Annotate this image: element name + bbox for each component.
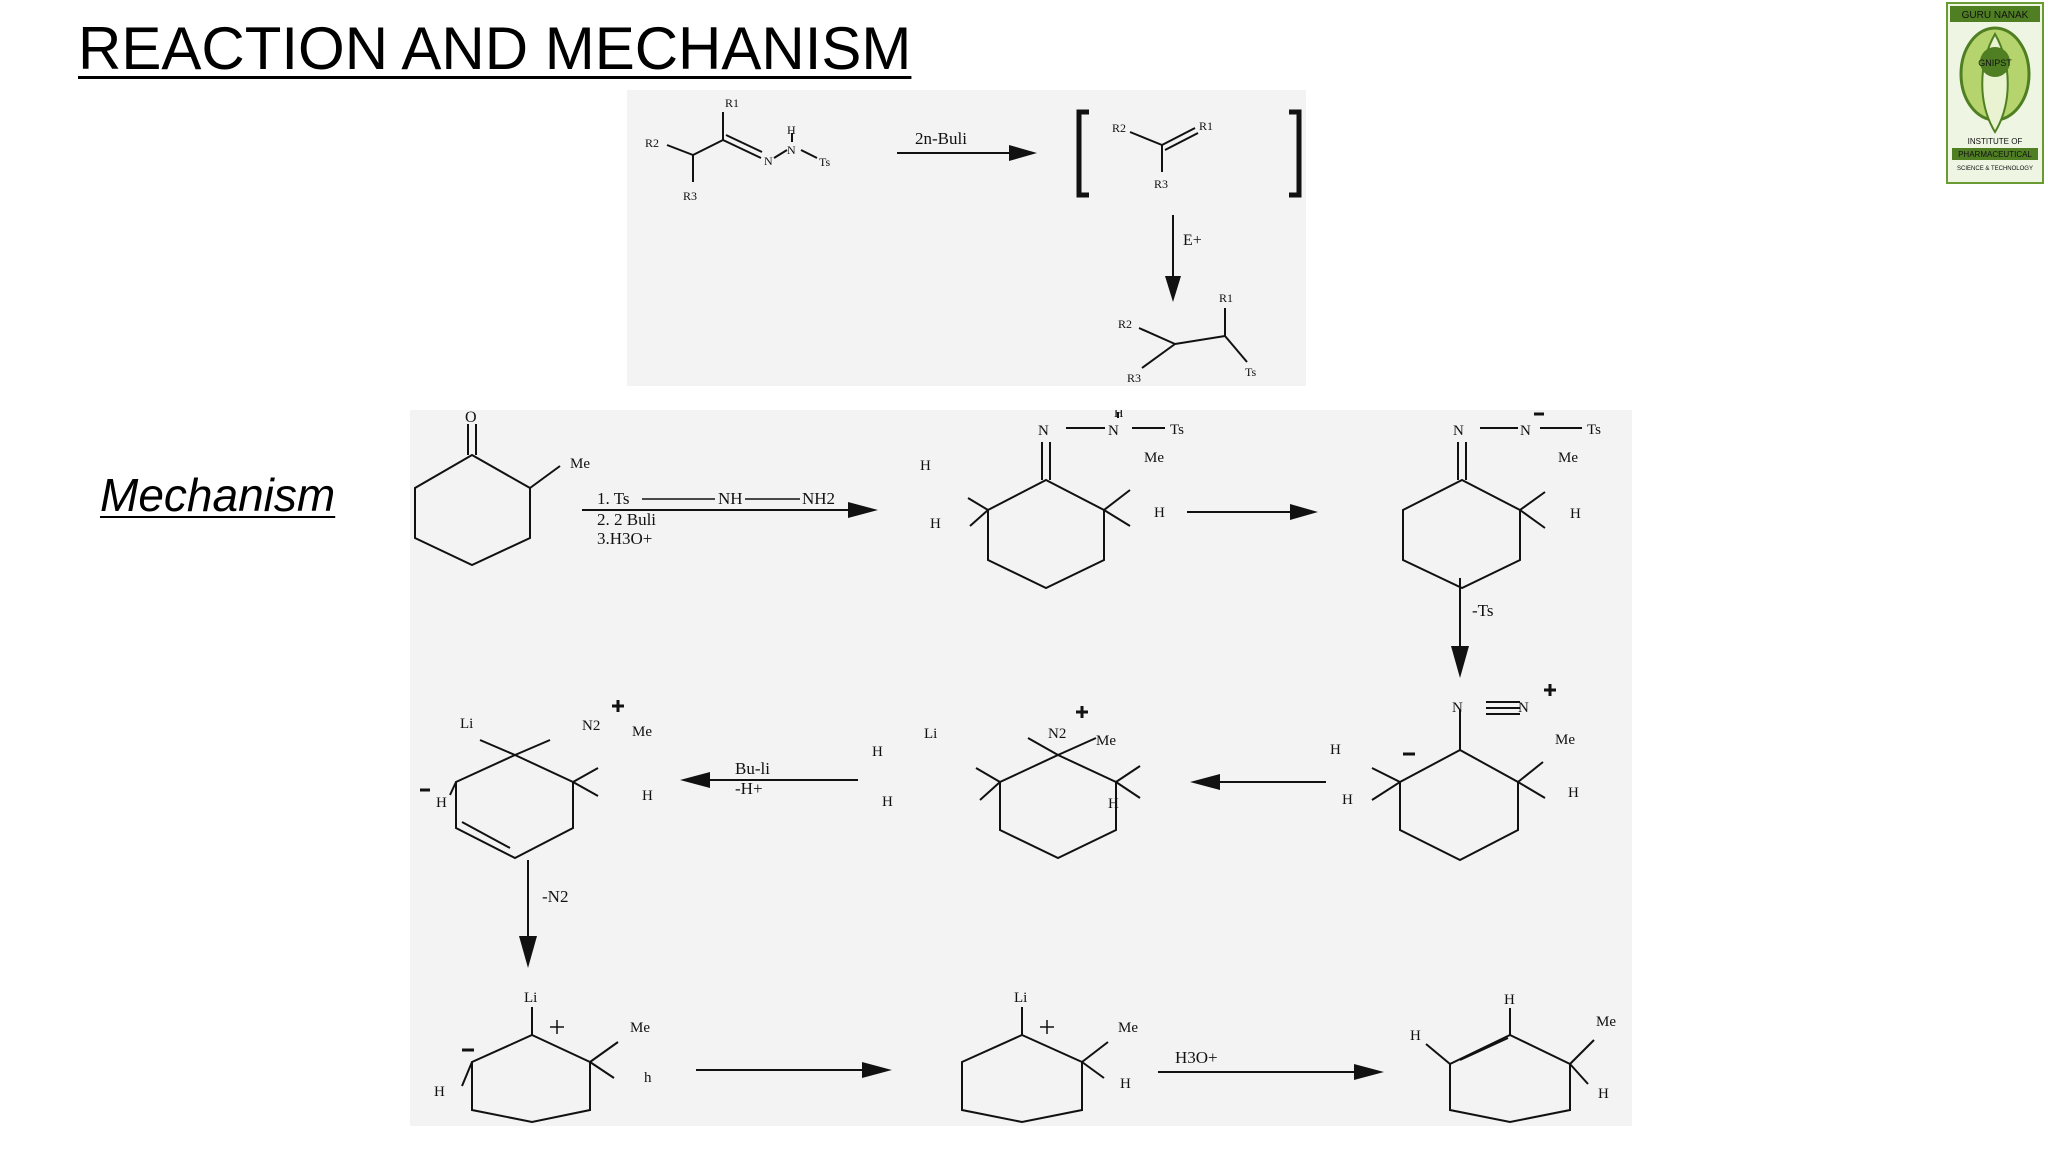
logo-line2: PHARMACEUTICAL — [1958, 150, 2032, 159]
reagent-step2: 2. 2 Buli — [597, 510, 656, 529]
mechanism-panel: O Me 1. Ts NH NH2 2. 2 Buli 3.H3O+ — [410, 410, 1632, 1126]
atom-h-i2: H — [1410, 1028, 1421, 1044]
atom-n2-e: N2 — [1048, 726, 1066, 742]
atom-n-d1: N — [1452, 700, 1463, 716]
product-ts: Ts — [1245, 365, 1256, 379]
atom-n2-f: N2 — [582, 718, 600, 734]
bu-li-label: Bu-li — [735, 759, 770, 778]
atom-h-h: H — [1120, 1076, 1131, 1092]
n-label-2: N — [787, 143, 796, 157]
atom-me-c: Me — [1558, 450, 1578, 466]
atom-h-b1: H — [1154, 505, 1165, 521]
atom-li-h: Li — [1014, 990, 1027, 1006]
atom-h-b2: H — [920, 458, 931, 474]
atom-me-h: Me — [1118, 1020, 1138, 1036]
atom-me-i: Me — [1596, 1014, 1616, 1030]
structure-hydrazone — [967, 412, 1165, 590]
logo-badge: GNIPST — [1978, 58, 2012, 68]
atom-n-b2: N — [1108, 423, 1119, 439]
structure-cyclohexene — [420, 700, 624, 860]
tosylhydrazone-structure — [666, 112, 818, 182]
logo-line3: SCIENCE & TECHNOLOGY — [1957, 166, 2033, 172]
logo-line1: INSTITUTE OF — [1968, 137, 2023, 146]
reagent-step3: 3.H3O+ — [597, 529, 652, 548]
minus-h-label: -H+ — [735, 779, 763, 798]
slide-title: REACTION AND MECHANISM — [78, 15, 912, 82]
atom-li-e: Li — [924, 726, 937, 742]
reagent-step1: 1. Ts — [597, 489, 630, 508]
electrophile-label: E+ — [1183, 232, 1202, 249]
atom-n-b1: N — [1038, 423, 1049, 439]
minus-n2-label: -N2 — [542, 887, 568, 906]
h3o-label: H3O+ — [1175, 1048, 1218, 1067]
n-label: N — [764, 154, 773, 168]
alkene-r1: R1 — [1199, 119, 1213, 133]
atom-n-c2: N — [1520, 423, 1531, 439]
atom-h-b3: H — [930, 516, 941, 532]
atom-h-d2: H — [1330, 742, 1341, 758]
atom-h-e3: H — [882, 794, 893, 810]
atom-h-f2: H — [436, 795, 447, 811]
atom-me-a: Me — [570, 456, 590, 472]
mechanism-subtitle: Mechanism — [100, 469, 336, 521]
minus-ts-label: -Ts — [1472, 601, 1493, 620]
logo-top-text: GURU NANAK — [1962, 10, 2029, 21]
r2-label: R2 — [645, 136, 659, 150]
atom-n-d2: N — [1518, 700, 1529, 716]
atom-h-e2: H — [872, 744, 883, 760]
atom-h-g2: H — [434, 1084, 445, 1100]
atom-h-e1: H — [1108, 796, 1119, 812]
atom-h-i1: H — [1504, 992, 1515, 1008]
reagent-nh2: NH2 — [802, 489, 835, 508]
r1-label: R1 — [725, 96, 739, 110]
product-r3: R3 — [1127, 371, 1141, 385]
atom-h-g1: h — [644, 1070, 652, 1086]
atom-li-f: Li — [460, 716, 473, 732]
product-r1: R1 — [1219, 291, 1233, 305]
atom-me-e: Me — [1096, 733, 1116, 749]
reagent-nh: NH — [718, 489, 743, 508]
atom-h-f1: H — [642, 788, 653, 804]
atom-h-i3: H — [1598, 1086, 1609, 1102]
structure-hydrazone-anion — [1402, 412, 1582, 590]
atom-li-g: Li — [524, 990, 537, 1006]
general-reaction-panel: R1 R2 R3 N N H Ts 2n-Buli R2 R1 R3 E+ — [627, 90, 1306, 386]
atom-h-d1: H — [1568, 785, 1579, 801]
atom-ts-b: Ts — [1170, 422, 1184, 438]
r3-label: R3 — [683, 189, 697, 203]
alkene-r2: R2 — [1112, 121, 1126, 135]
atom-h-d3: H — [1342, 792, 1353, 808]
structure-diazonium-anion — [1371, 684, 1556, 862]
structure-ketone — [414, 424, 561, 567]
alkene-r3: R3 — [1154, 177, 1168, 191]
structure-product — [1425, 1008, 1595, 1124]
ts-label: Ts — [819, 155, 830, 169]
atom-o: O — [465, 410, 477, 426]
atom-h-b-nh: H — [1114, 410, 1123, 420]
atom-h-c: H — [1570, 506, 1581, 522]
atom-me-d: Me — [1555, 732, 1575, 748]
structure-li-diazonium — [975, 706, 1141, 860]
atom-me-f: Me — [632, 724, 652, 740]
atom-me-g: Me — [630, 1020, 650, 1036]
product-r2: R2 — [1118, 317, 1132, 331]
reagent-2n-buli: 2n-Buli — [915, 129, 967, 148]
h-label: H — [787, 123, 796, 137]
institute-logo: GURU NANAK GNIPST INSTITUTE OF PHARMACEU… — [1946, 2, 2044, 184]
atom-me-b: Me — [1144, 450, 1164, 466]
structure-carbocation-a — [461, 1007, 619, 1124]
atom-n-c1: N — [1453, 423, 1464, 439]
structure-carbocation-b — [961, 1007, 1109, 1124]
atom-ts-c: Ts — [1587, 422, 1601, 438]
